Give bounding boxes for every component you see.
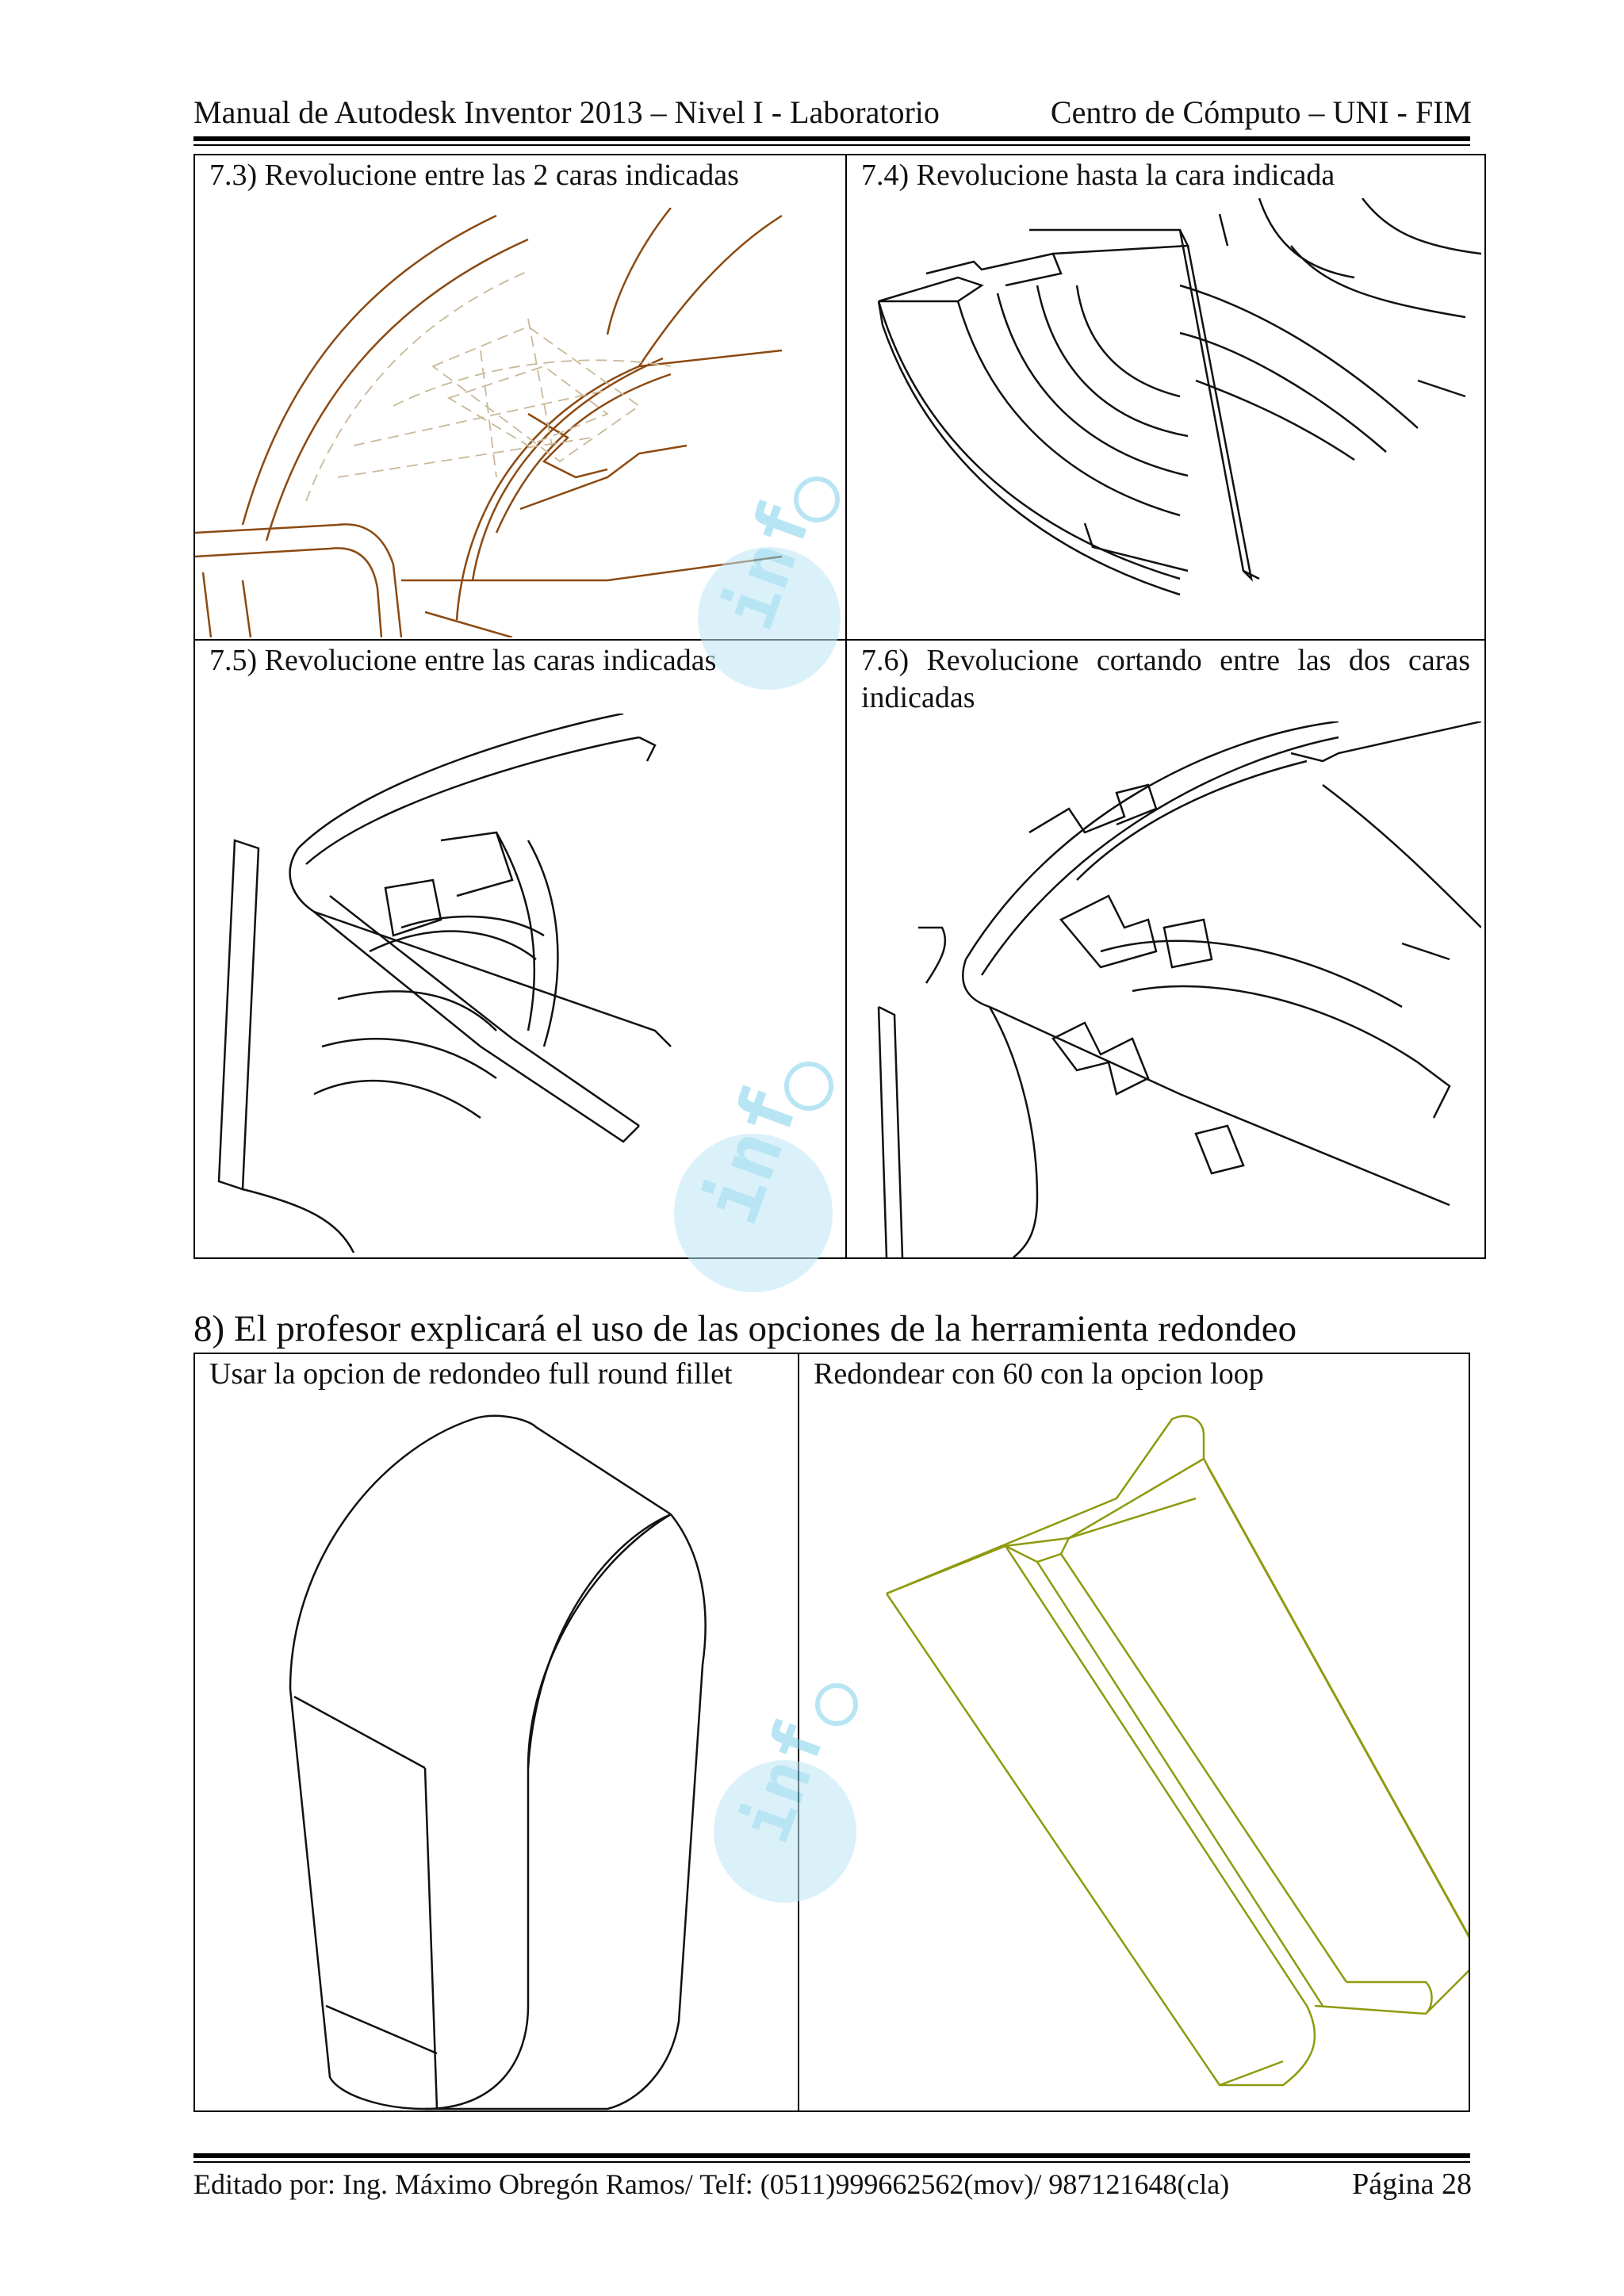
figure-7-6 — [847, 721, 1481, 1257]
footer-editor-info: Editado por: Ing. Máximo Obregón Ramos/ … — [193, 2168, 1230, 2200]
header-right-title: Centro de Cómputo – UNI - FIM — [1050, 94, 1472, 130]
fillet-table-divider — [798, 1353, 799, 2112]
header-rule-thin — [193, 144, 1470, 146]
figure-7-4 — [847, 198, 1481, 637]
header-rule-thick — [193, 136, 1470, 141]
page-number: Página 28 — [1352, 2168, 1472, 2201]
caption-7-4: 7.4) Revolucione hasta la cara indicada — [861, 159, 1335, 192]
info-watermark-logo: inf — [698, 476, 841, 690]
caption-7-5: 7.5) Revolucione entre las caras indicad… — [209, 644, 717, 677]
caption-full-round-fillet: Usar la opcion de redondeo full round fi… — [209, 1357, 733, 1391]
figure-loop-fillet — [799, 1403, 1469, 2110]
exercise-table — [193, 154, 1486, 1259]
footer-rule-thick — [193, 2153, 1470, 2158]
caption-loop-fillet: Redondear con 60 con la opcion loop — [814, 1357, 1264, 1391]
info-watermark-logo: inf — [674, 1062, 833, 1292]
info-watermark-logo: inf — [714, 1683, 858, 1903]
footer-rule-thin — [193, 2161, 1470, 2163]
section-8-heading: 8) El profesor explicará el uso de las o… — [193, 1308, 1297, 1349]
table-column-divider — [845, 154, 847, 1259]
figure-full-round-fillet — [195, 1403, 796, 2110]
figure-7-5 — [195, 714, 829, 1257]
table-row-divider — [193, 639, 1486, 641]
caption-7-3: 7.3) Revolucione entre las 2 caras indic… — [209, 159, 739, 192]
header-left-title: Manual de Autodesk Inventor 2013 – Nivel… — [193, 94, 940, 130]
fillet-table — [193, 1353, 1470, 2112]
figure-7-3 — [195, 208, 782, 637]
caption-7-6: 7.6) Revolucione cortando entre las dos … — [861, 644, 1470, 714]
